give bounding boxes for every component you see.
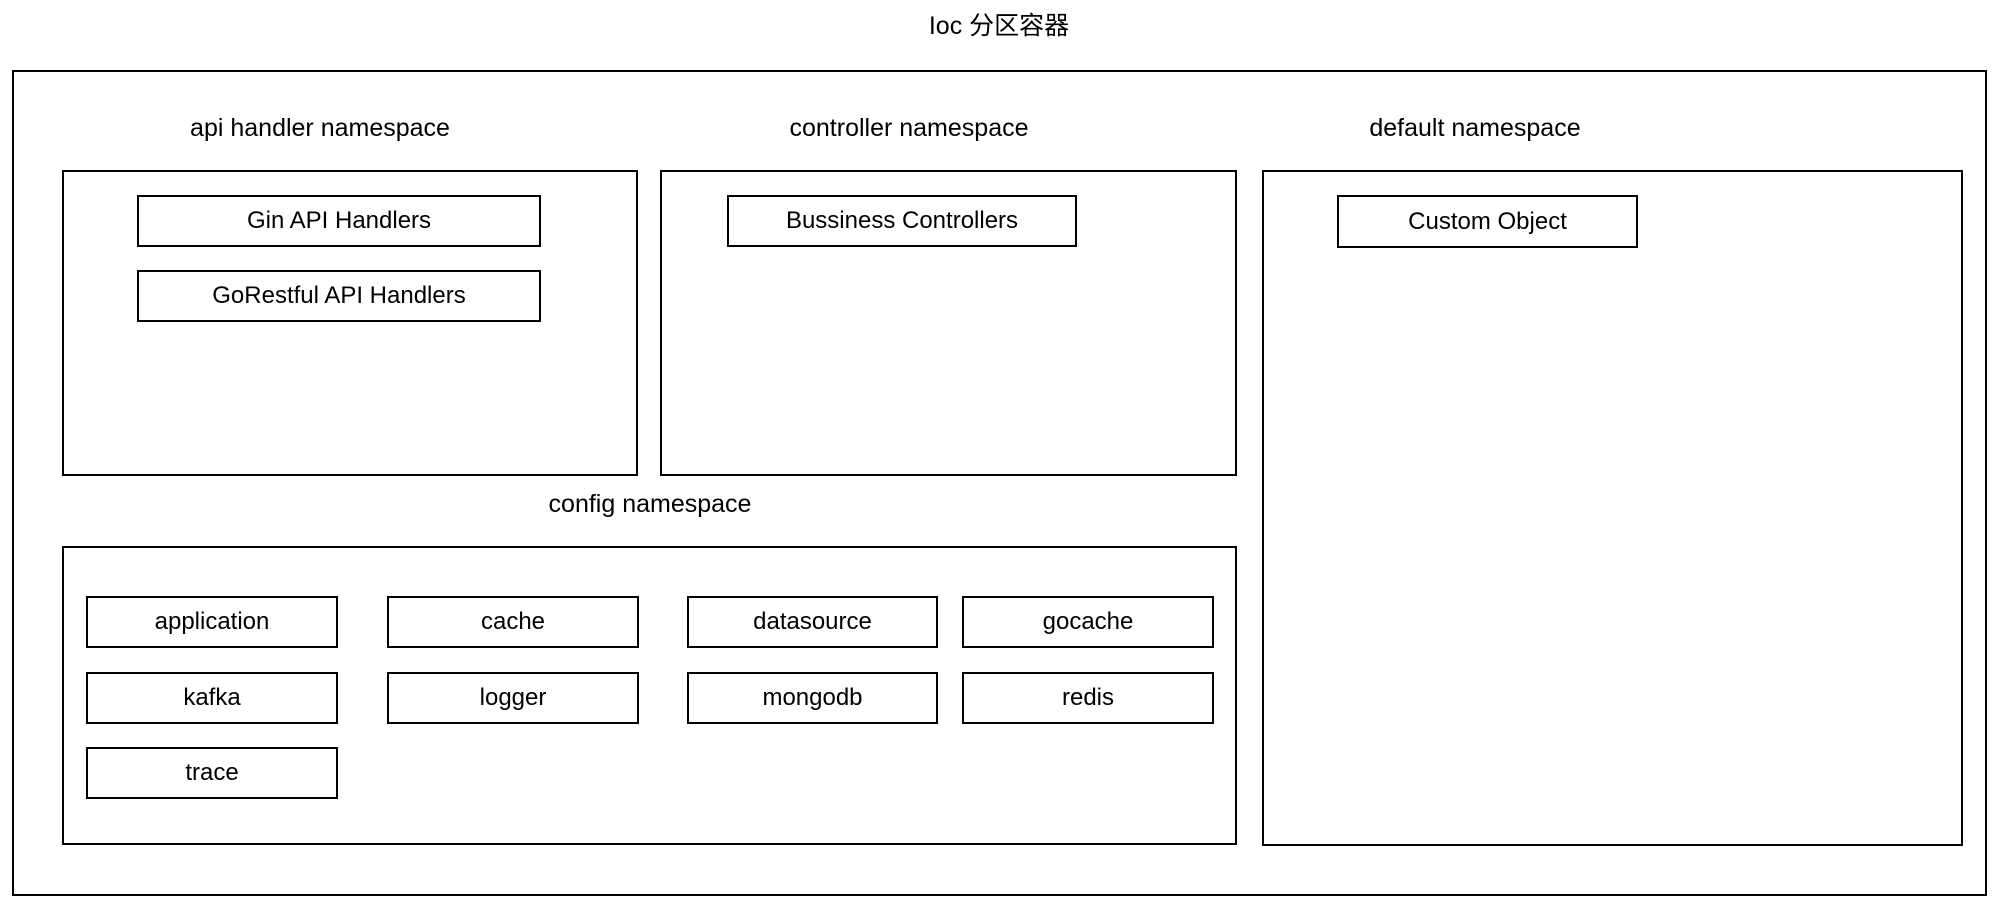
custom-object-box: Custom Object [1337, 195, 1638, 248]
config-gocache-box: gocache [962, 596, 1214, 648]
config-datasource-box: datasource [687, 596, 938, 648]
default-namespace-box [1262, 170, 1963, 846]
config-logger-box: logger [387, 672, 639, 724]
gorestful-api-handlers-box: GoRestful API Handlers [137, 270, 541, 322]
diagram-title: Ioc 分区容器 [928, 12, 1070, 40]
default-namespace-label: default namespace [1369, 114, 1581, 142]
config-trace-box: trace [86, 747, 338, 799]
config-redis-box: redis [962, 672, 1214, 724]
config-namespace-label: config namespace [548, 490, 752, 518]
config-application-box: application [86, 596, 338, 648]
config-kafka-box: kafka [86, 672, 338, 724]
controller-namespace-label: controller namespace [789, 114, 1029, 142]
api-handler-namespace-label: api handler namespace [190, 114, 450, 142]
gin-api-handlers-box: Gin API Handlers [137, 195, 541, 247]
config-mongodb-box: mongodb [687, 672, 938, 724]
config-cache-box: cache [387, 596, 639, 648]
bussiness-controllers-box: Bussiness Controllers [727, 195, 1077, 247]
